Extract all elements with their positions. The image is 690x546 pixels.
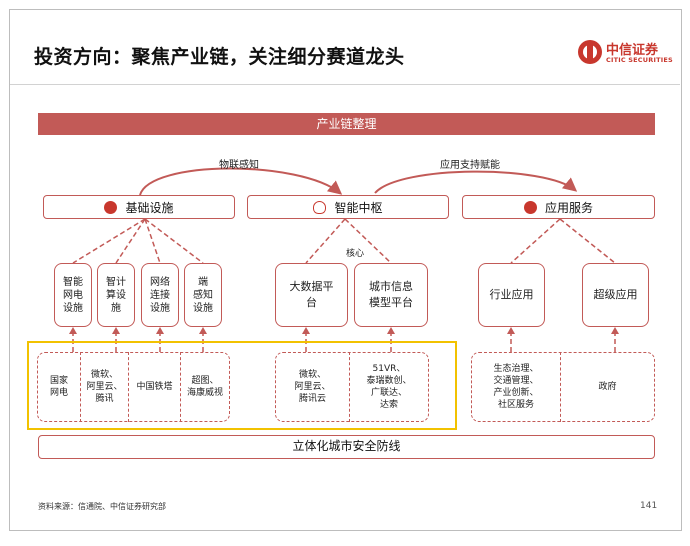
company-cell: 生态治理、 交通管理、 产业创新、 社区服务	[493, 364, 539, 410]
chain-banner: 产业链整理	[38, 113, 655, 135]
hub-box: 智能中枢	[247, 195, 449, 219]
source-note: 资料来源：信通院、中信证券研究部	[38, 502, 166, 511]
company-cell: 超图、 海康威视	[186, 376, 223, 398]
apps-label: 应用服务	[544, 200, 593, 215]
company-cell: 微软、 阿里云、 腾讯	[86, 370, 123, 404]
app-sub-industry: 行业应用	[478, 263, 545, 327]
company-cell: 政府	[598, 382, 617, 392]
citic-logo-icon	[578, 40, 602, 64]
security-line-box: 立体化城市安全防线	[38, 435, 655, 459]
hub-sub-bigdata: 大数据平 台	[275, 263, 348, 327]
company-cell: 中国铁塔	[136, 382, 173, 392]
infra-sub-compute: 智计 算设 施	[97, 263, 135, 327]
infra-companies-group	[37, 352, 230, 422]
bulb-icon	[313, 200, 327, 214]
title-divider	[10, 84, 680, 85]
hub-sub-cim: 城市信息 模型平台	[354, 263, 428, 327]
plug-icon	[104, 200, 118, 214]
infra-box: 基础设施	[43, 195, 235, 219]
separator	[180, 352, 181, 422]
infra-sub-power: 智能 网电 设施	[54, 263, 92, 327]
separator	[80, 352, 81, 422]
logo-en-text: CITIC SECURITIES	[606, 56, 673, 64]
infra-sub-sensing: 端 感知 设施	[184, 263, 222, 327]
company-cell: 51VR、 泰瑞数创、 广联达、 达索	[366, 364, 412, 410]
arrow-label-left: 物联感知	[219, 160, 259, 171]
separator	[560, 352, 561, 422]
infra-label: 基础设施	[125, 200, 174, 215]
globe-icon	[523, 200, 537, 214]
separator	[128, 352, 129, 422]
brand-logo: 中信证券 CITIC SECURITIES	[578, 38, 678, 68]
highlight-frame	[27, 341, 457, 430]
apps-box: 应用服务	[462, 195, 655, 219]
core-label: 核心	[346, 249, 365, 259]
company-cell: 国家 网电	[49, 376, 68, 398]
infra-sub-network: 网络 连接 设施	[141, 263, 179, 327]
page-title: 投资方向：聚焦产业链，关注细分赛道龙头	[34, 46, 405, 68]
app-sub-super: 超级应用	[582, 263, 649, 327]
hub-companies-group	[275, 352, 429, 422]
hub-label: 智能中枢	[334, 200, 383, 215]
logo-cn-text: 中信证券	[606, 43, 659, 58]
arrow-label-right: 应用支持赋能	[440, 160, 500, 171]
app-companies-group	[471, 352, 655, 422]
company-cell: 微软、 阿里云、 腾讯云	[294, 370, 331, 404]
separator	[349, 352, 350, 422]
page-number: 141	[640, 501, 658, 511]
